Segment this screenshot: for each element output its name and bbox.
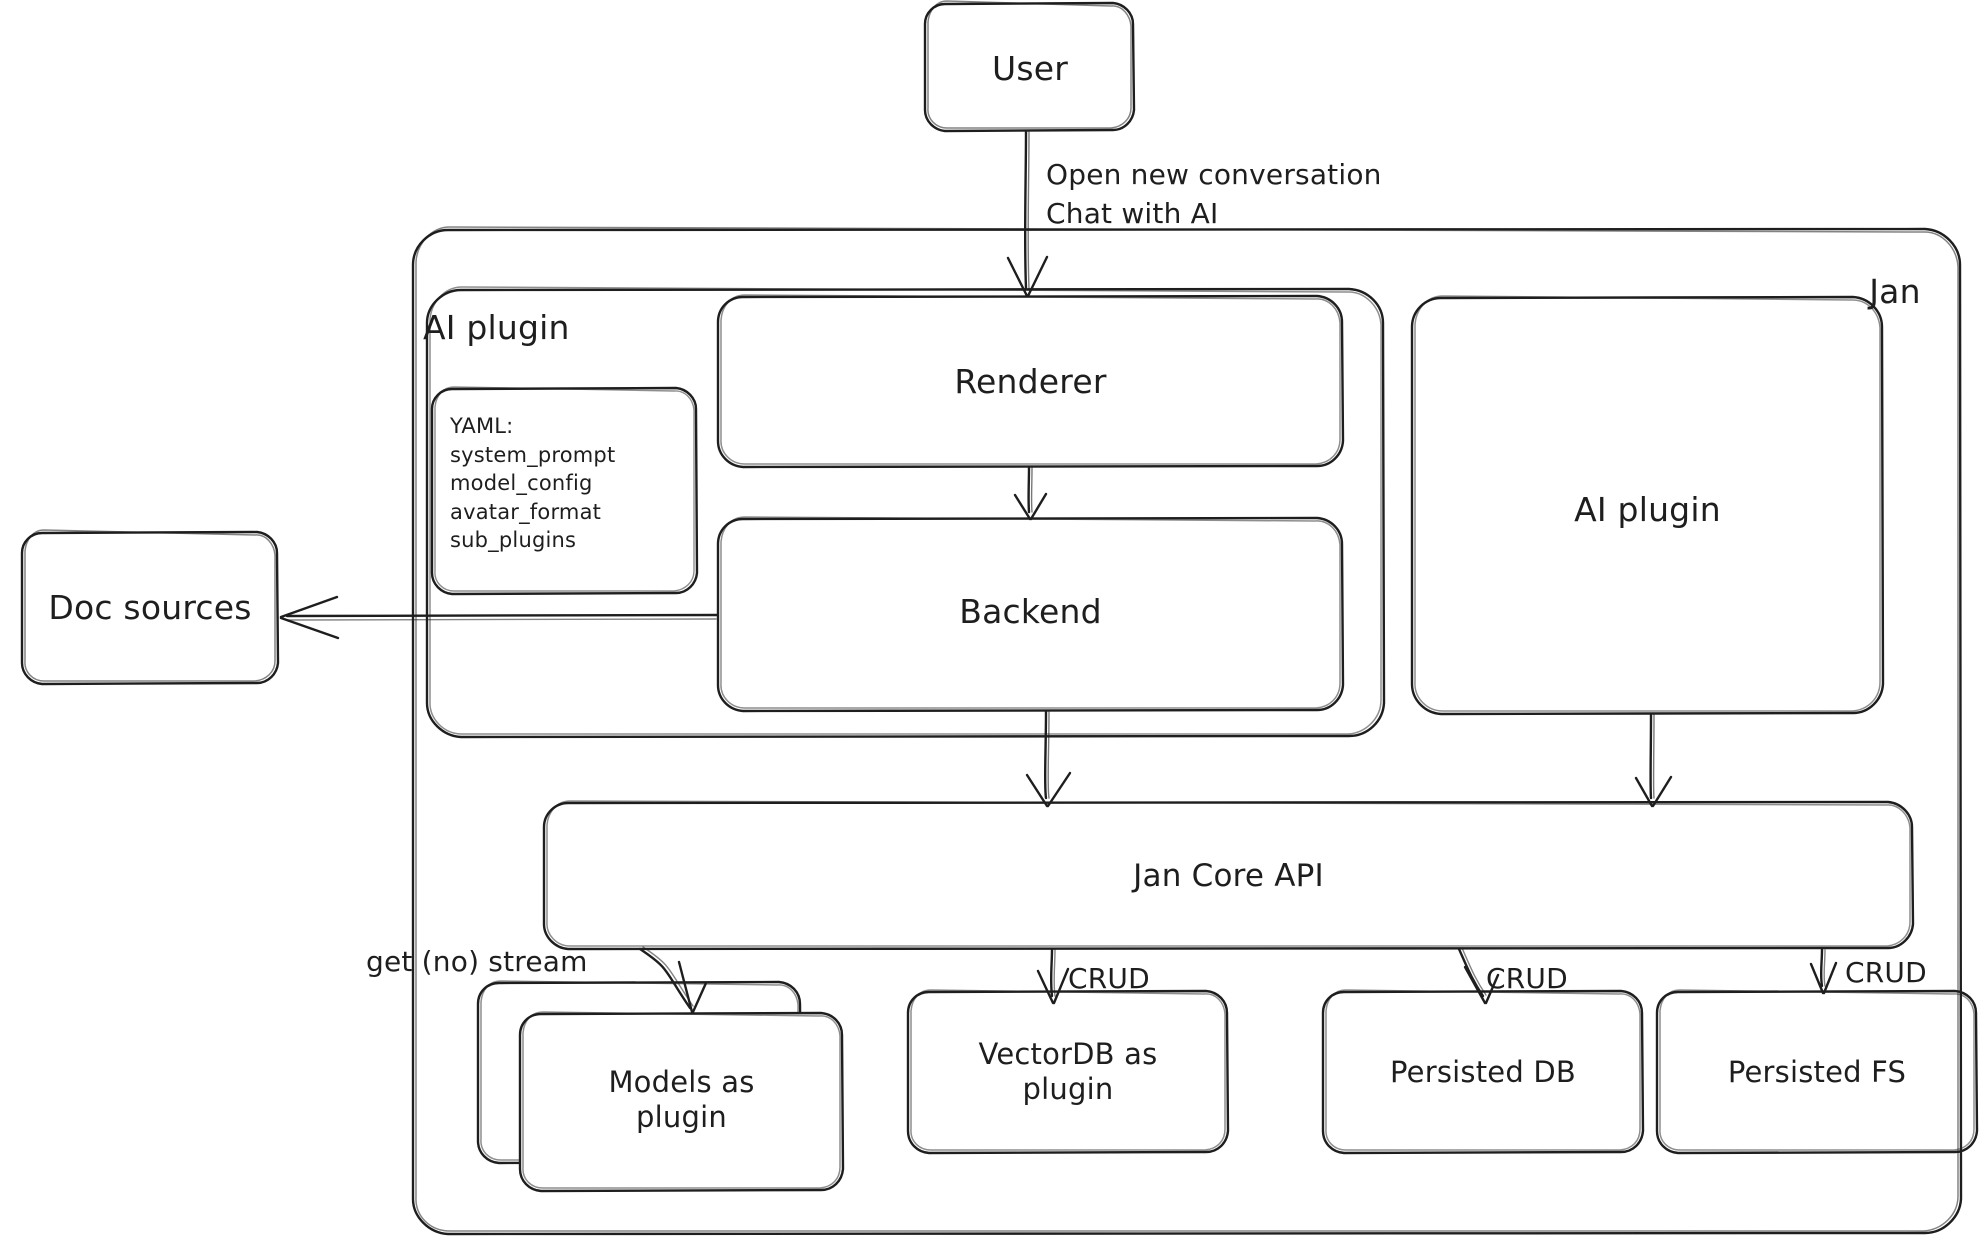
edge-ai-plugin-to-core-api [1634, 712, 1673, 808]
node-persisted-db-shape [1321, 989, 1645, 1155]
container-jan-shape [411, 226, 1963, 1236]
edge-core-api-to-vectordb [1036, 947, 1070, 1005]
node-persisted-fs-shape [1655, 989, 1979, 1155]
node-jan-core-api-shape [542, 800, 1915, 951]
node-backend-shape [716, 516, 1345, 713]
edge-renderer-to-backend [1013, 465, 1048, 521]
node-renderer-shape [716, 294, 1345, 469]
edge-user-to-renderer [1006, 129, 1049, 298]
node-ai-plugin-right-shape [1410, 295, 1885, 716]
edge-backend-to-doc-sources [279, 595, 719, 640]
node-models-shape [518, 1011, 845, 1193]
edge-backend-to-core-api [1025, 709, 1072, 808]
edge-core-api-to-persisted-fs [1809, 947, 1838, 995]
container-ai-plugin-group-shape [425, 286, 1386, 739]
edge-core-api-to-persisted-db [1457, 947, 1500, 1005]
node-yaml-shape [430, 386, 699, 596]
node-user-shape [923, 0, 1136, 133]
node-vectordb-shape [906, 989, 1230, 1155]
edge-core-api-to-models [638, 946, 708, 1014]
node-doc-sources-shape [20, 529, 280, 686]
